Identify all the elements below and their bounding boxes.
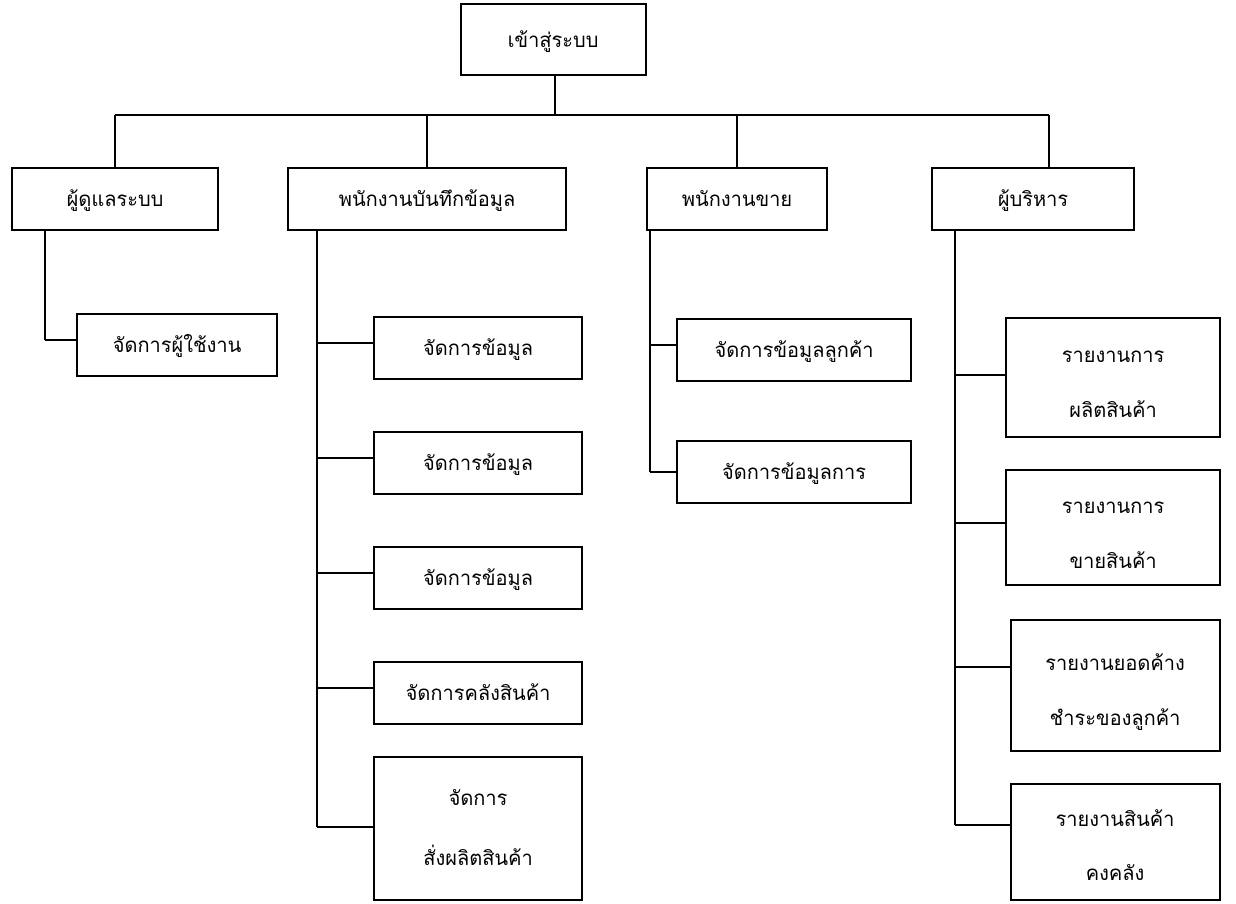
sales-item-customer-data: จัดการข้อมูลลูกค้า	[676, 318, 912, 382]
executive-item-sales-report: รายงานการ ขายสินค้า	[1005, 469, 1221, 586]
root-node-label: เข้าสู่ระบบ	[508, 28, 599, 53]
executive-item-outstanding-report: รายงานยอดค้าง ชำระของลูกค้า	[1010, 619, 1221, 752]
root-node: เข้าสู่ระบบ	[460, 3, 647, 76]
executive-item-inventory-report-line2: คงคลัง	[1086, 861, 1145, 885]
admin-item-user-management: จัดการผู้ใช้งาน	[76, 313, 278, 377]
connector-lines	[44, 75, 1050, 828]
admin-item-label: จัดการผู้ใช้งาน	[113, 333, 242, 358]
role-node-executive-label: ผู้บริหาร	[998, 187, 1069, 212]
sales-item-data-label: จัดการข้อมูลการ	[722, 460, 866, 485]
data-entry-item-1: จัดการข้อมูล	[373, 316, 583, 380]
executive-item-inventory-report-line1: รายงานสินค้า	[1056, 807, 1175, 831]
role-node-admin-label: ผู้ดูแลระบบ	[67, 187, 164, 212]
data-entry-item-production-order: จัดการ สั่งผลิตสินค้า	[373, 756, 583, 901]
data-entry-item-warehouse: จัดการคลังสินค้า	[373, 661, 583, 725]
executive-item-inventory-report: รายงานสินค้า คงคลัง	[1010, 783, 1221, 901]
data-entry-item-production-order-line1: จัดการ	[449, 786, 508, 810]
sales-item-customer-data-label: จัดการข้อมูลลูกค้า	[715, 338, 874, 363]
role-node-admin: ผู้ดูแลระบบ	[11, 167, 219, 231]
data-entry-item-2-label: จัดการข้อมูล	[423, 451, 533, 476]
data-entry-item-3-label: จัดการข้อมูล	[423, 566, 533, 591]
role-node-data-entry: พนักงานบันทึกข้อมูล	[287, 167, 567, 231]
sales-item-data: จัดการข้อมูลการ	[676, 440, 912, 504]
executive-item-production-report-line1: รายงานการ	[1062, 343, 1165, 367]
executive-item-outstanding-report-line2: ชำระของลูกค้า	[1050, 706, 1181, 731]
role-node-sales-label: พนักงานขาย	[682, 187, 792, 211]
data-entry-item-2: จัดการข้อมูล	[373, 431, 583, 495]
executive-item-sales-report-line1: รายงานการ	[1062, 494, 1165, 518]
executive-item-production-report-line2: ผลิตสินค้า	[1069, 398, 1156, 422]
data-entry-item-warehouse-label: จัดการคลังสินค้า	[406, 681, 551, 705]
executive-item-production-report: รายงานการ ผลิตสินค้า	[1005, 317, 1221, 438]
role-node-data-entry-label: พนักงานบันทึกข้อมูล	[339, 187, 515, 212]
data-entry-item-production-order-line2: สั่งผลิตสินค้า	[423, 844, 532, 870]
role-node-executive: ผู้บริหาร	[931, 167, 1135, 231]
data-entry-item-3: จัดการข้อมูล	[373, 546, 583, 610]
executive-item-sales-report-line2: ขายสินค้า	[1069, 549, 1156, 573]
role-node-sales: พนักงานขาย	[646, 167, 828, 231]
data-entry-item-1-label: จัดการข้อมูล	[423, 336, 533, 361]
executive-item-outstanding-report-line1: รายงานยอดค้าง	[1045, 651, 1184, 675]
